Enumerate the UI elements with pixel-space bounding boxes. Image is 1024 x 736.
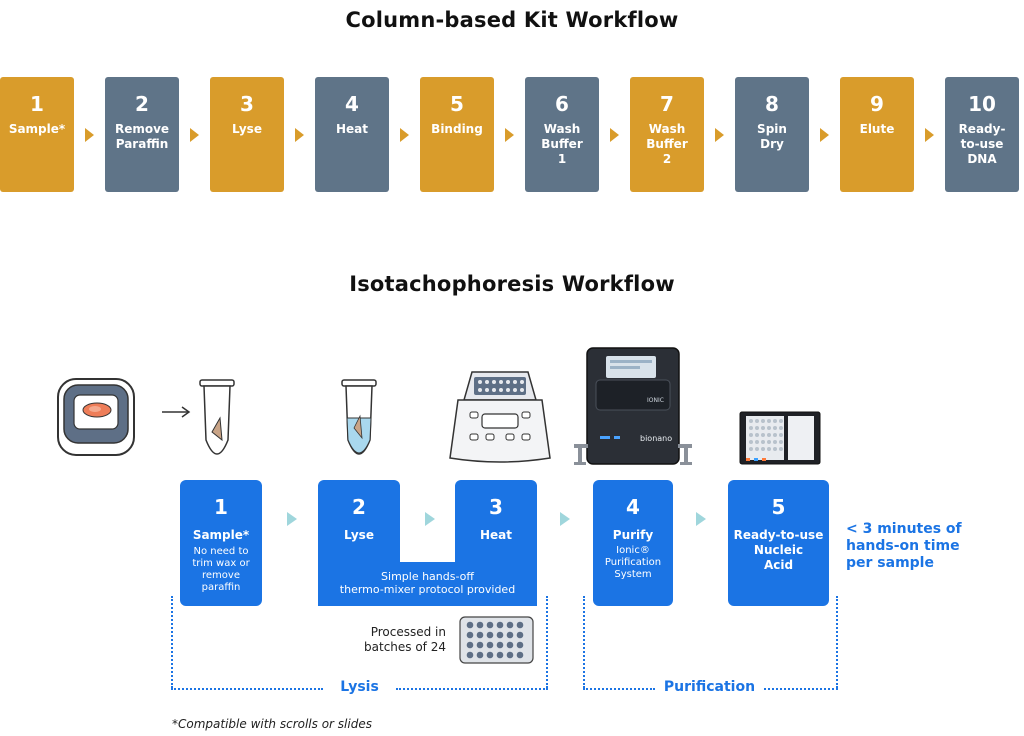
column-kit-arrow bbox=[295, 128, 304, 142]
column-kit-step-number: 10 bbox=[968, 92, 996, 116]
column-kit-arrow bbox=[190, 128, 199, 142]
column-kit-arrow bbox=[715, 128, 724, 142]
cartridge-icon bbox=[739, 411, 821, 465]
column-kit-step-number: 8 bbox=[765, 92, 779, 116]
column-kit-step-number: 3 bbox=[240, 92, 254, 116]
itp-step-4-label: Purify bbox=[612, 528, 654, 542]
lysis-bracket-left bbox=[171, 596, 173, 688]
itp-step-4: 4 Purify Ionic® Purification System bbox=[593, 480, 673, 606]
itp-arrow-2 bbox=[425, 512, 435, 526]
column-kit-arrow bbox=[85, 128, 94, 142]
purification-bracket-bottom-right bbox=[764, 688, 838, 690]
instrument-model-text: IONIC bbox=[647, 397, 664, 404]
instrument-brand-text: bionano bbox=[640, 434, 672, 443]
itp-step-3-number: 3 bbox=[489, 495, 503, 519]
itp-shared-note: Simple hands-off thermo-mixer protocol p… bbox=[339, 570, 516, 596]
itp-step-2-number: 2 bbox=[352, 495, 366, 519]
itp-step-4-sub: Ionic® Purification System bbox=[604, 545, 662, 580]
column-kit-step-label: Heat bbox=[335, 122, 368, 136]
itp-step-4-number: 4 bbox=[626, 495, 640, 519]
column-kit-arrow bbox=[505, 128, 514, 142]
column-kit-step-label: Wash Buffer 1 bbox=[541, 122, 583, 166]
itp-step-5: 5 Ready-to-use Nucleic Acid bbox=[728, 480, 829, 606]
right-arrow-icon bbox=[162, 406, 191, 418]
column-kit-step-number: 6 bbox=[555, 92, 569, 116]
itp-step-1-number: 1 bbox=[214, 495, 228, 519]
purification-bracket-left bbox=[583, 596, 585, 688]
tissue-cassette-icon bbox=[57, 378, 135, 456]
lysis-bracket-bottom-right bbox=[396, 688, 548, 690]
itp-step-1-label: Sample* bbox=[192, 528, 250, 542]
column-kit-arrow bbox=[400, 128, 409, 142]
itp-title: Isotachophoresis Workflow bbox=[349, 272, 675, 296]
column-kit-step-label: Sample* bbox=[8, 122, 66, 136]
purification-bracket-right bbox=[836, 596, 838, 688]
itp-arrow-4 bbox=[696, 512, 706, 526]
ionic-instrument-icon: IONIC bionano bbox=[574, 347, 692, 465]
purification-bracket-bottom-left bbox=[583, 688, 655, 690]
column-kit-step-label: Binding bbox=[431, 122, 483, 136]
purification-label: Purification bbox=[663, 679, 756, 695]
itp-shared-band: Simple hands-off thermo-mixer protocol p… bbox=[318, 562, 537, 606]
lysis-bracket-right bbox=[546, 596, 548, 688]
column-kit-arrow bbox=[820, 128, 829, 142]
column-kit-step-label: Spin Dry bbox=[757, 122, 787, 151]
column-kit-step-number: 9 bbox=[870, 92, 884, 116]
tube-liquid-icon bbox=[341, 379, 377, 455]
itp-step-3-label: Heat bbox=[479, 528, 512, 542]
column-kit-step-label: Wash Buffer 2 bbox=[646, 122, 688, 166]
itp-step-1-sub: No need to trim wax or remove paraffin bbox=[192, 546, 250, 593]
hands-on-note: < 3 minutes of hands-on time per sample bbox=[846, 521, 962, 571]
itp-arrow-1 bbox=[287, 512, 297, 526]
column-kit-step-label: Elute bbox=[859, 122, 895, 136]
footnote: *Compatible with scrolls or slides bbox=[172, 717, 372, 731]
column-kit-step-label: Lyse bbox=[232, 122, 262, 136]
column-kit-step-label: Ready- to-use DNA bbox=[958, 122, 1006, 166]
column-kit-step-number: 4 bbox=[345, 92, 359, 116]
thermo-mixer-icon bbox=[449, 371, 551, 463]
column-kit-arrow bbox=[610, 128, 619, 142]
itp-arrow-3 bbox=[560, 512, 570, 526]
column-kit-step-number: 7 bbox=[660, 92, 674, 116]
tube-tissue-icon bbox=[199, 379, 235, 455]
illustrations: IONIC bionano bbox=[57, 347, 821, 465]
itp-step-2-label: Lyse bbox=[344, 528, 374, 542]
column-kit-step-number: 1 bbox=[30, 92, 44, 116]
lysis-label: Lysis bbox=[340, 679, 379, 695]
column-kit-title: Column-based Kit Workflow bbox=[345, 8, 679, 32]
itp-step-5-number: 5 bbox=[771, 495, 786, 519]
itp-step-1: 1 Sample* No need to trim wax or remove … bbox=[180, 480, 262, 606]
column-kit-step-number: 2 bbox=[135, 92, 149, 116]
column-kit-arrow bbox=[925, 128, 934, 142]
batch-note: Processed in batches of 24 bbox=[364, 625, 446, 654]
column-kit-step-label: Remove Paraffin bbox=[114, 122, 170, 151]
lysis-bracket-bottom-left bbox=[171, 688, 323, 690]
itp-step-5-label: Ready-to-use Nucleic Acid bbox=[733, 528, 824, 572]
plate-24-icon bbox=[459, 616, 534, 664]
column-kit-step-number: 5 bbox=[450, 92, 464, 116]
